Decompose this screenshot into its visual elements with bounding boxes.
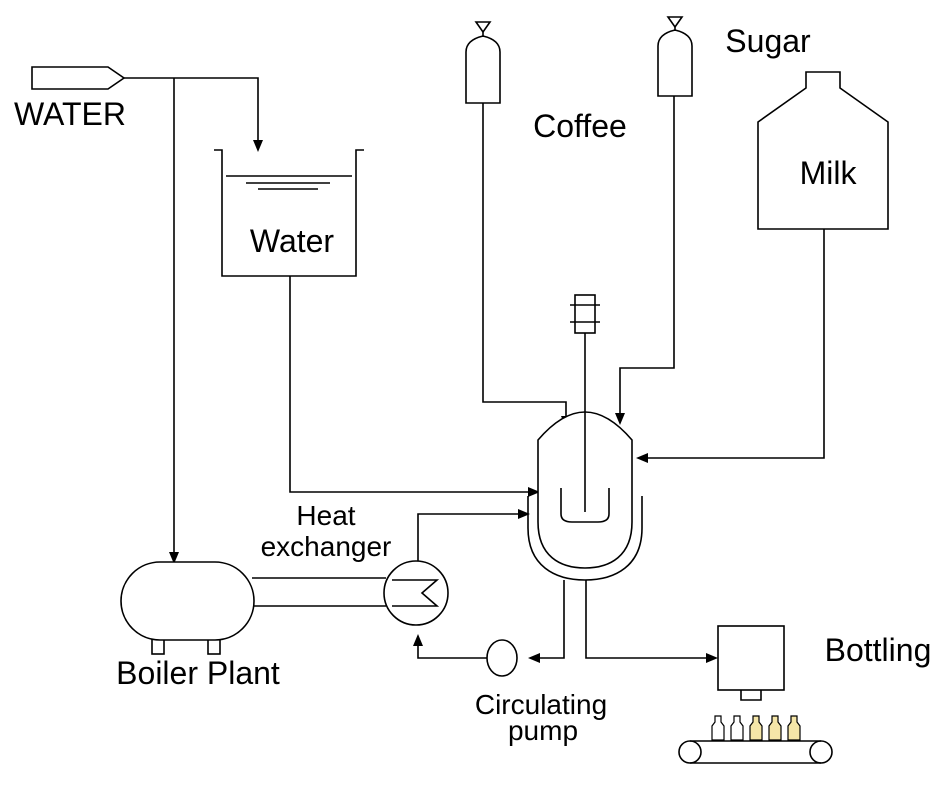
conveyor-roller-left: [678, 740, 702, 764]
pipe-heat-exchanger-to-jacket: [417, 513, 520, 562]
label-coffee: Coffee: [533, 108, 627, 144]
label-heat-exchanger-line2: exchanger: [261, 531, 392, 562]
boiler-plant: [120, 561, 255, 655]
arrow-into-boiler: [169, 552, 179, 564]
pipe-water-tank-to-reactor: [289, 276, 528, 493]
bottle-icon: [787, 715, 801, 741]
bottle-icon: [711, 715, 725, 741]
arrow-into-bottling: [706, 653, 718, 663]
water-source-nozzle: [31, 66, 126, 90]
bottle-icon: [730, 715, 744, 741]
arrow-milk-into-reactor: [636, 453, 648, 463]
agitator-motor-housing: [574, 294, 596, 334]
label-milk: Milk: [800, 155, 858, 191]
pipe-jacket-to-pump: [538, 580, 565, 659]
sugar-hopper-funnel-icon: [666, 16, 684, 29]
coffee-hopper-funnel-icon: [474, 21, 492, 34]
label-sugar: Sugar: [725, 23, 811, 59]
jacketed-reactor: [527, 411, 643, 581]
pipe-pump-to-heat-exchanger: [417, 640, 488, 659]
water-tank-body: [214, 149, 364, 277]
coffee-hopper-body: [465, 35, 501, 104]
reactor-agitator-blade: [560, 488, 610, 523]
bottle-icon: [749, 715, 763, 741]
milk-tank: [757, 71, 889, 230]
arrow-into-heat-exchanger: [413, 634, 423, 646]
sugar-hopper: [657, 16, 693, 97]
label-bottling: Bottling: [825, 632, 932, 668]
bottling-filler-tank: [717, 625, 785, 691]
arrow-into-water-tank: [253, 140, 263, 152]
pipe-reactor-to-bottling: [585, 580, 708, 659]
heat-exchanger-coil: [392, 579, 440, 607]
label-pump-line1: Circulating: [475, 689, 607, 720]
pipe-water-source-header: [124, 77, 259, 140]
arrow-into-jacket: [518, 509, 530, 519]
circulating-pump: [486, 639, 518, 677]
arrow-sugar-into-reactor: [615, 413, 625, 425]
label-pump-line2: pump: [508, 715, 578, 746]
heat-exchanger: [383, 560, 449, 626]
bottle-row: [711, 715, 801, 741]
arrow-into-pump: [528, 653, 540, 663]
pipes: [124, 77, 825, 659]
water-tank: [214, 149, 364, 277]
coffee-hopper: [465, 21, 501, 104]
bottling-filler-nozzle: [740, 690, 762, 701]
arrow-water-into-reactor: [528, 487, 540, 497]
label-boiler-plant: Boiler Plant: [116, 655, 280, 691]
reactor-jacket: [527, 496, 643, 581]
agitator-motor: [570, 294, 600, 334]
conveyor-roller-right: [809, 740, 833, 764]
heat-exchanger-shell: [383, 560, 449, 626]
boiler-drum: [120, 561, 255, 641]
bottle-icon: [768, 715, 782, 741]
pipe-coffee-to-reactor: [482, 103, 567, 418]
sugar-hopper-body: [657, 29, 693, 97]
label-heat-exchanger-line1: Heat: [296, 500, 355, 531]
label-water-source: WATER: [14, 96, 126, 132]
pipe-sugar-to-reactor: [619, 96, 675, 414]
bottling-machine: [678, 625, 833, 764]
label-water-tank: Water: [250, 223, 335, 259]
pipe-milk-to-reactor: [648, 229, 825, 459]
